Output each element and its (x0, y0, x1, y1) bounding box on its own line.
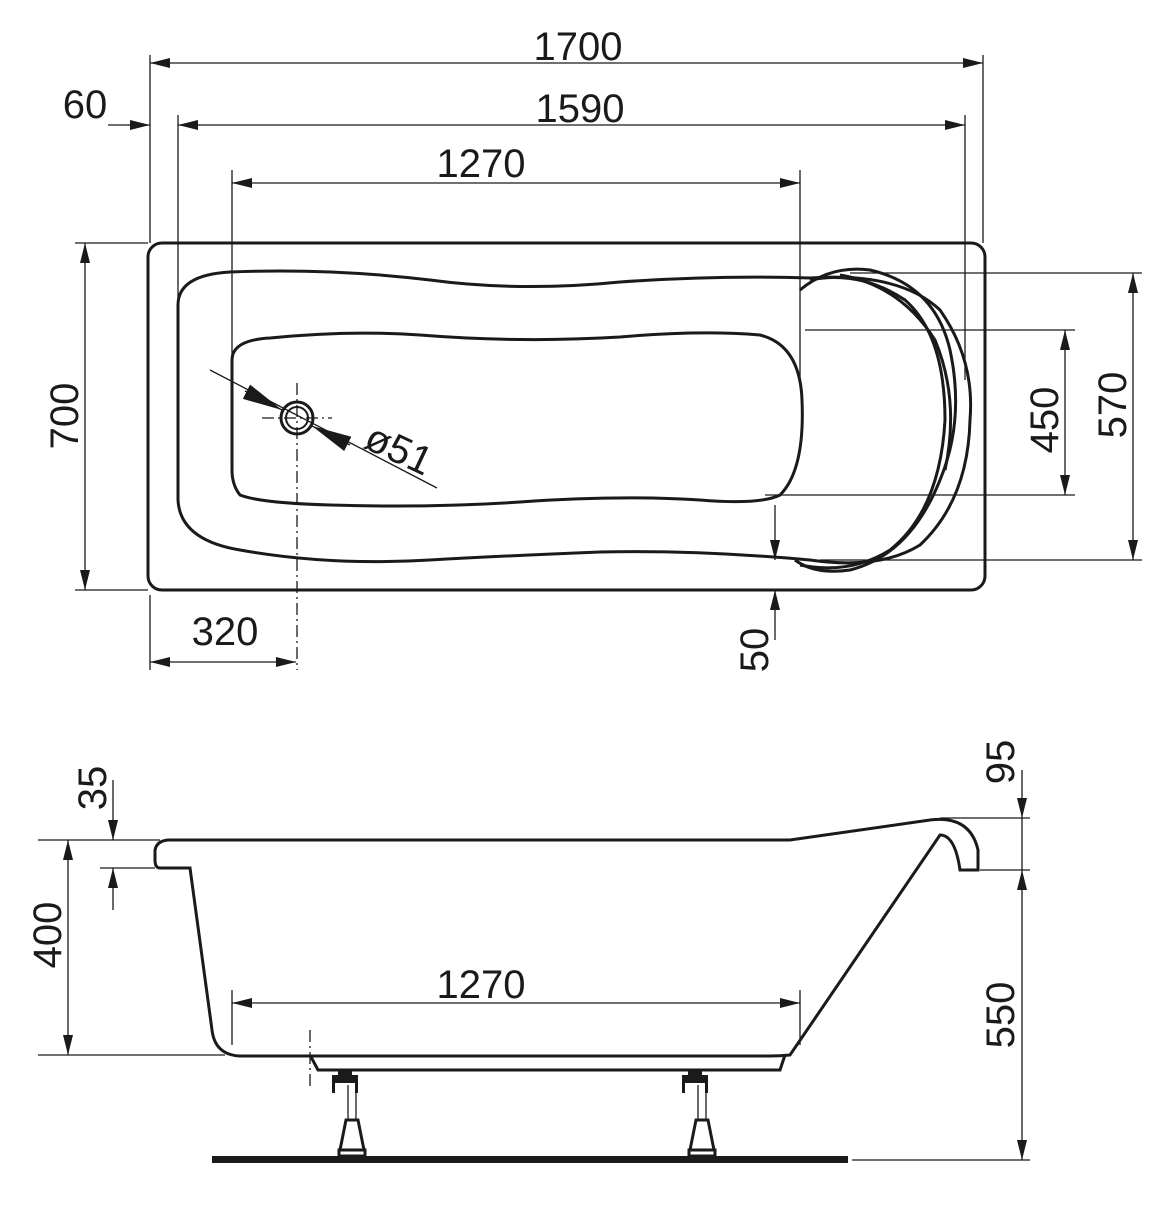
dim-overall-length: 1700 (534, 25, 623, 69)
dim-side-bottom-length: 1270 (437, 963, 526, 1007)
basin-bottom (230, 331, 804, 508)
dim-rim-offset: 60 (63, 83, 108, 127)
dim-edge-offset: 50 (733, 628, 777, 673)
drain-diameter-label: ø51 (358, 415, 439, 484)
tub-base (308, 1054, 787, 1072)
basin-outer-edge (176, 269, 973, 565)
dim-overall-width: 700 (43, 383, 87, 450)
tub-outline (146, 241, 987, 592)
headrest-arc-3 (839, 273, 953, 471)
dim-total-height: 550 (979, 982, 1023, 1049)
dim-rim-height: 35 (71, 766, 115, 811)
dim-bottom-length: 1270 (437, 142, 526, 186)
dim-depth: 400 (26, 902, 70, 969)
dim-headrest-width: 570 (1091, 372, 1135, 439)
top-view: ø51 1700 1590 60 1270 700 570 450 (43, 25, 1142, 672)
tub-side-profile (153, 817, 980, 1058)
floor (212, 1156, 848, 1163)
headrest-arc-2 (799, 276, 947, 570)
side-view: 35 400 95 550 1270 (26, 740, 1030, 1163)
support-leg-left (332, 1070, 367, 1158)
dim-inner-length: 1590 (536, 87, 625, 131)
dim-bottom-width: 450 (1023, 387, 1067, 454)
headrest-arc-1 (794, 267, 958, 573)
support-leg-right (682, 1070, 717, 1158)
dim-headrest-rise: 95 (979, 740, 1023, 785)
dim-drain-offset: 320 (192, 610, 259, 654)
